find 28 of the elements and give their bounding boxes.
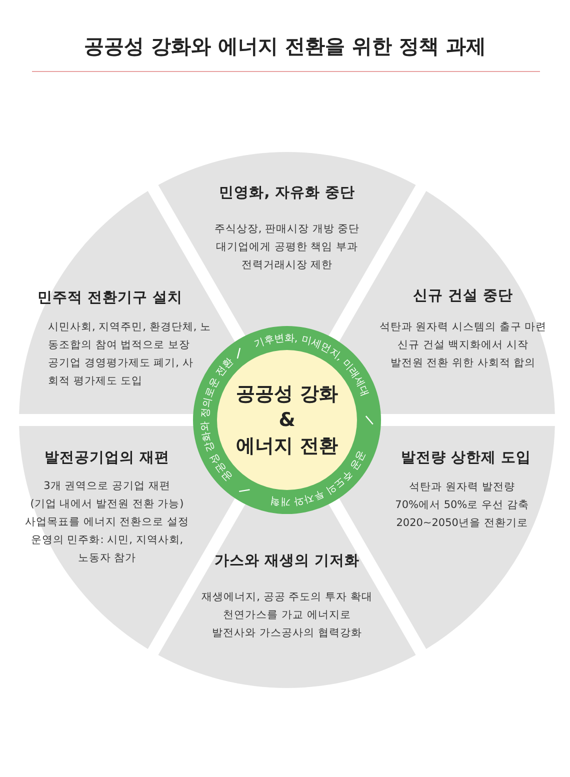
center-title: 공공성 강화 — [236, 382, 338, 407]
segment-text: 운영의 민주화: 시민, 지역사회, 노동자 참가 — [30, 533, 184, 566]
segment-text: 사업목표를 에너지 전환으로 설정 — [25, 515, 189, 530]
segment-text: 2020~2050년을 전환기로 — [396, 516, 528, 531]
title: 공공성 강화와 에너지 전환을 위한 정책 과제 — [83, 33, 487, 60]
center-title: 에너지 전환 — [236, 434, 338, 459]
segment-text: 공기업 경영평가제도 폐기, 사회적 평가제도 도입 — [48, 356, 194, 389]
center-title: & — [278, 408, 296, 433]
segment-text: 신규 건설 백지화에서 시작 — [398, 338, 528, 353]
segment-text: (기업 내에서 발전원 전환 가능) — [30, 497, 184, 512]
segment-heading: 신규 건설 중단 — [412, 287, 514, 306]
segment-text: 3개 권역으로 공기업 재편 — [44, 479, 170, 494]
segment-text: 석탄과 원자력 발전량 — [409, 480, 515, 495]
segment-heading: 발전공기업의 재편 — [44, 449, 170, 468]
segment-text: 시민사회, 지역주민, 환경단체, 노동조합의 참여 법적으로 보장 — [48, 320, 212, 353]
segment-heading: 발전량 상한제 도입 — [400, 449, 532, 468]
segment-heading: 민주적 전환기구 설치 — [37, 289, 183, 308]
segment-text: 발전사와 가스공사의 협력강화 — [212, 626, 362, 641]
segment-heading: 가스와 재생의 기저화 — [214, 552, 360, 571]
segment-text: 발전원 전환 위한 사회적 합의 — [390, 356, 536, 371]
segment-text: 석탄과 원자력 시스템의 출구 마련 — [379, 320, 547, 335]
segment-text: 천연가스를 가교 에너지로 — [223, 608, 351, 623]
segment-text: 전력거래시장 제한 — [241, 258, 333, 273]
segment-text: 70%에서 50%로 우선 감축 — [395, 498, 529, 513]
segment-heading: 민영화, 자유화 중단 — [219, 184, 355, 203]
segment-text: 대기업에게 공평한 책임 부과 — [216, 240, 358, 255]
segment-text: 재생에너지, 공공 주도의 투자 확대 — [202, 590, 372, 605]
segment-text: 주식상장, 판매시장 개방 중단 — [214, 222, 360, 237]
